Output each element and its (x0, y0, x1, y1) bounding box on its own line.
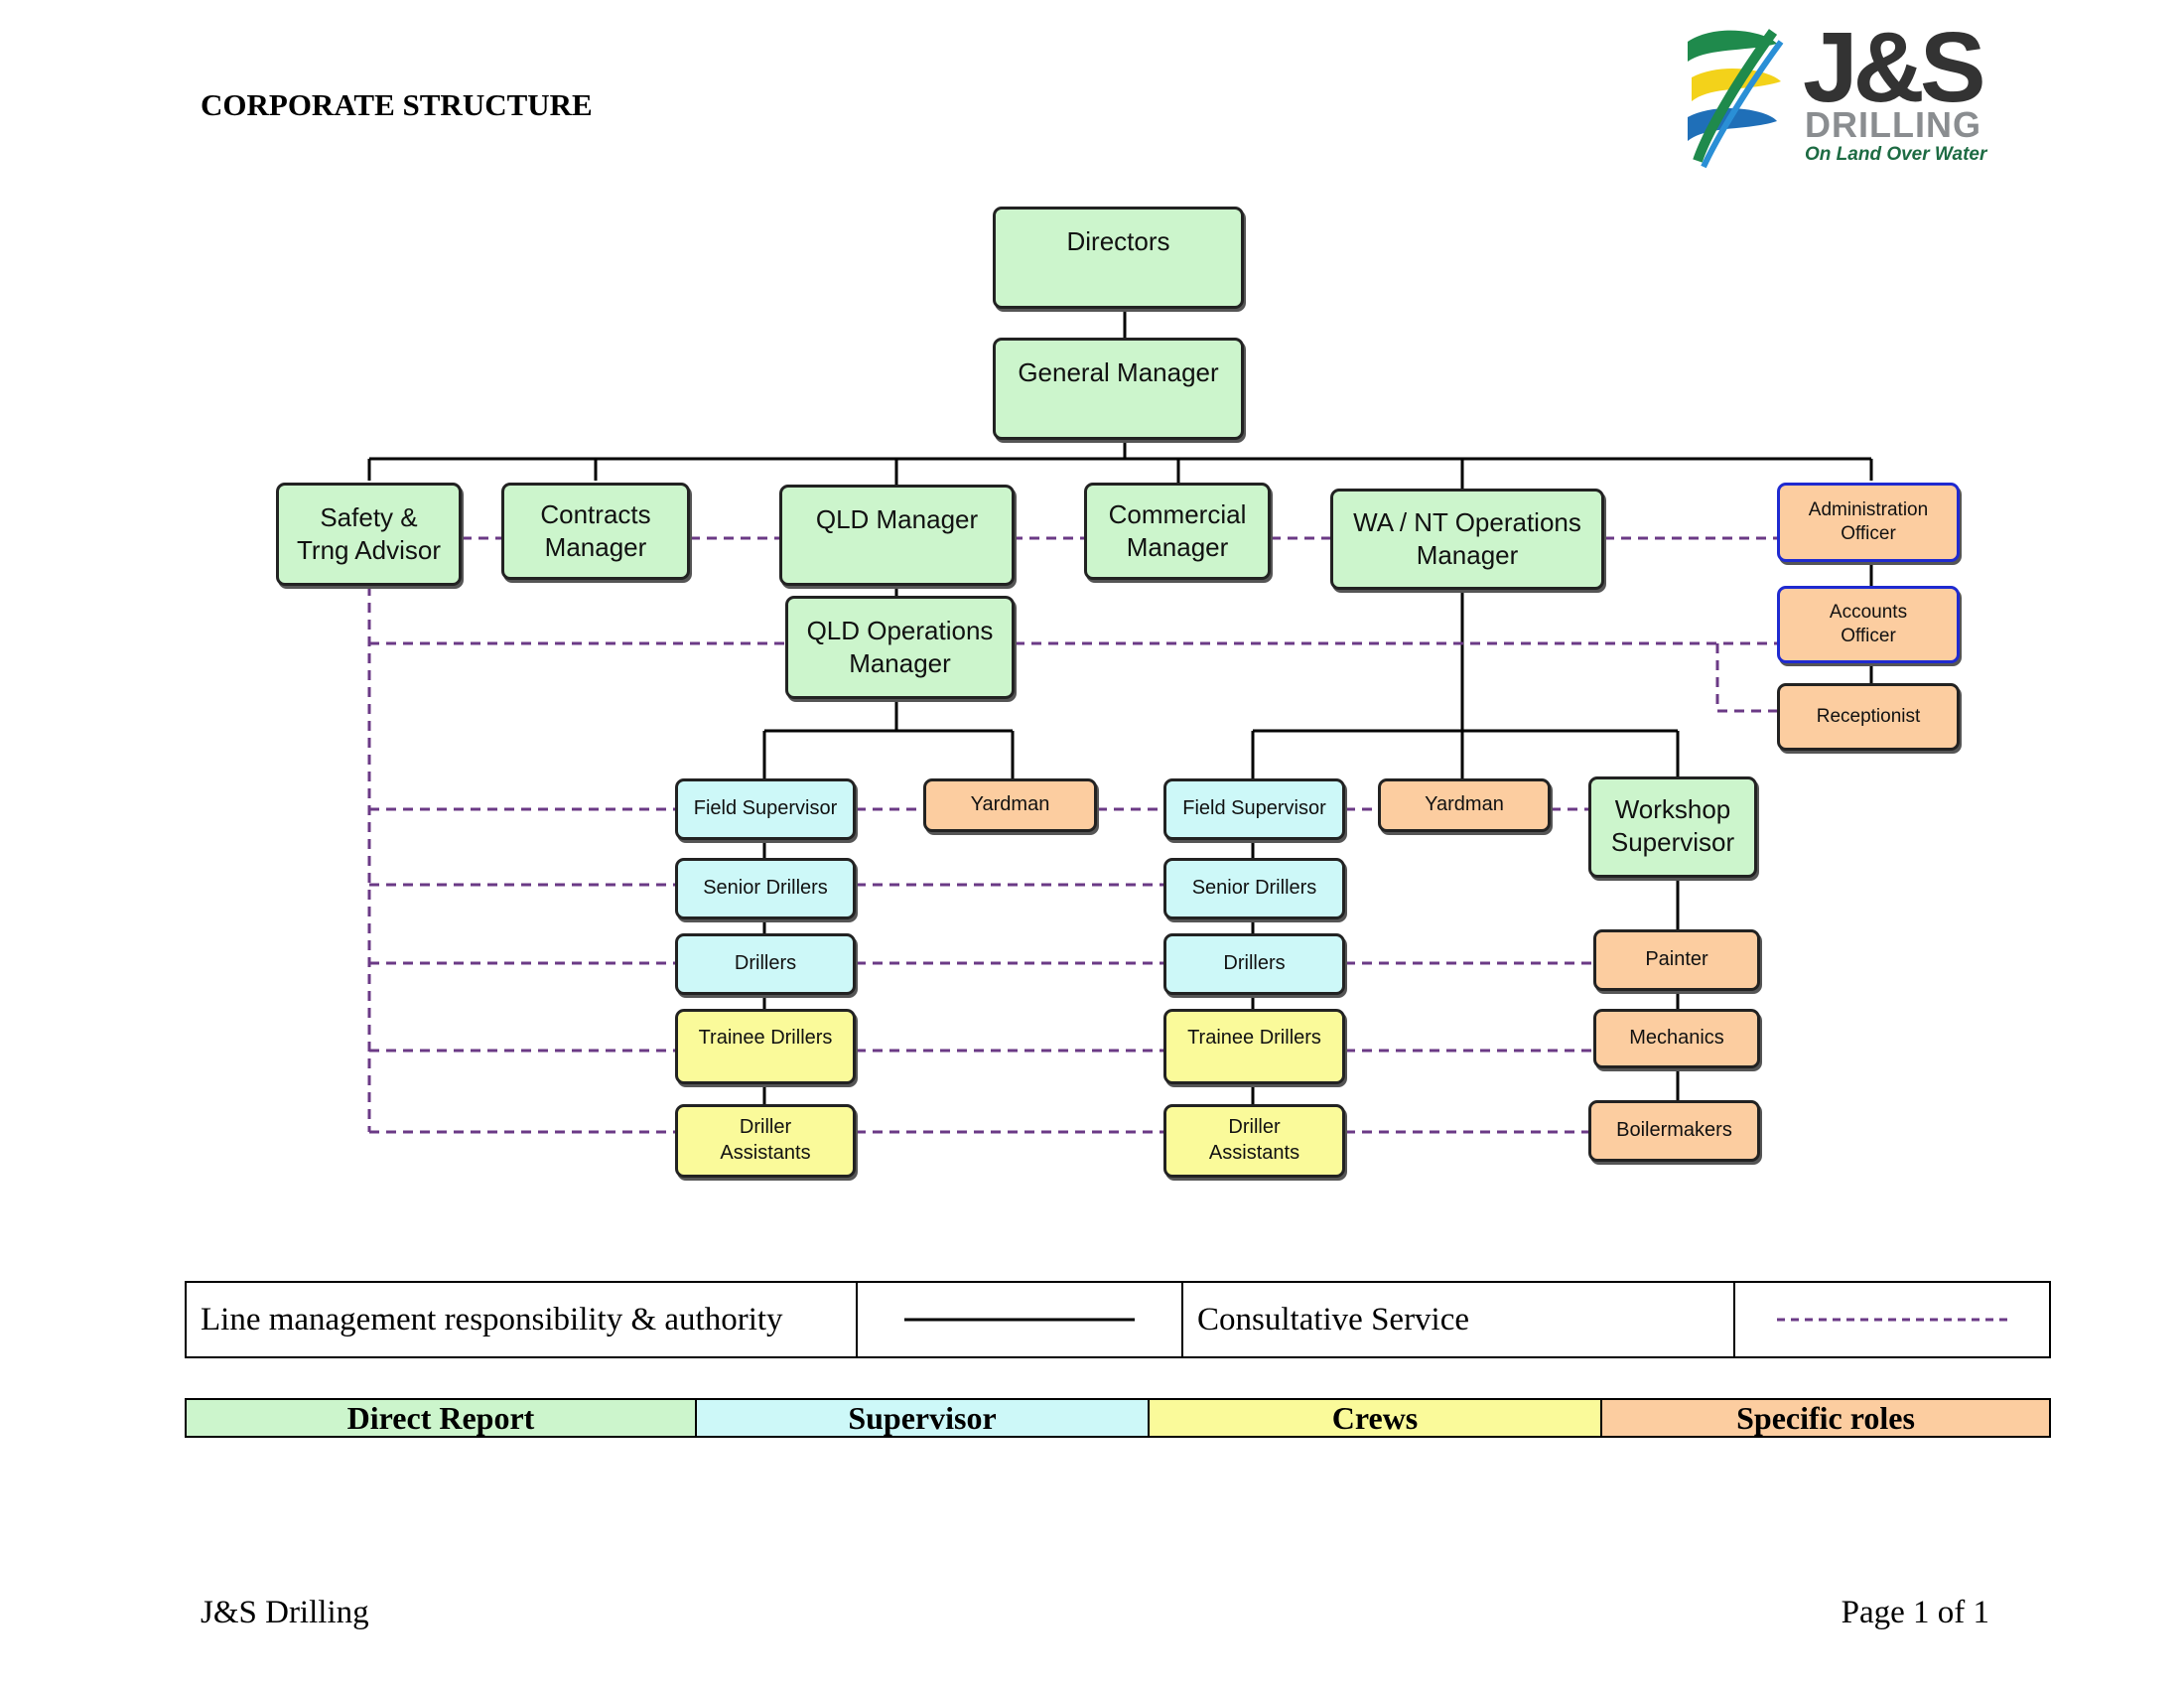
color-legend: Direct Report Supervisor Crews Specific … (185, 1398, 2051, 1438)
node-qld-manager: QLD Manager (779, 485, 1015, 586)
legend-solid-line-sample (856, 1283, 1181, 1356)
node-administration-officer: Administration Officer (1777, 483, 1960, 562)
node-commercial-manager: Commercial Manager (1084, 483, 1271, 580)
line-management-connectors (367, 309, 1873, 1104)
logo-sub-text: DRILLING (1805, 104, 1981, 145)
node-workshop-supervisor: Workshop Supervisor (1588, 776, 1757, 878)
node-qld-senior-drillers: Senior Drillers (675, 858, 856, 919)
node-wa-senior-drillers: Senior Drillers (1163, 858, 1345, 919)
node-qld-trainee-drillers: Trainee Drillers (675, 1009, 856, 1084)
node-qld-operations-manager: QLD Operations Manager (785, 596, 1015, 699)
legend-direct-report: Direct Report (187, 1400, 695, 1436)
footer-company: J&S Drilling (201, 1595, 369, 1630)
node-painter: Painter (1593, 929, 1760, 991)
node-qld-yardman: Yardman (923, 778, 1097, 832)
legend-supervisor: Supervisor (695, 1400, 1148, 1436)
node-wa-driller-assistants: Driller Assistants (1163, 1104, 1345, 1178)
legend-dashed-line-sample (1733, 1283, 2049, 1356)
document-title: CORPORATE STRUCTURE (201, 87, 593, 122)
node-accounts-officer: Accounts Officer (1777, 586, 1960, 663)
legend-line-management-label: Line management responsibility & authori… (201, 1301, 783, 1337)
legend-crews: Crews (1148, 1400, 1600, 1436)
node-wa-drillers: Drillers (1163, 933, 1345, 995)
legend-specific-roles: Specific roles (1600, 1400, 2049, 1436)
node-wa-trainee-drillers: Trainee Drillers (1163, 1009, 1345, 1084)
legend-consultative-label: Consultative Service (1181, 1283, 1733, 1356)
node-qld-drillers: Drillers (675, 933, 856, 995)
node-wa-yardman: Yardman (1378, 778, 1551, 832)
node-qld-driller-assistants: Driller Assistants (675, 1104, 856, 1178)
node-contracts-manager: Contracts Manager (501, 483, 690, 580)
company-logo: J&S DRILLING On Land Over Water (1678, 18, 2005, 177)
node-receptionist: Receptionist (1777, 683, 1960, 751)
logo-main-text: J&S (1803, 12, 1986, 123)
helix-icon (1688, 29, 1784, 169)
node-qld-field-supervisor: Field Supervisor (675, 778, 856, 840)
node-mechanics: Mechanics (1593, 1009, 1760, 1068)
node-wa-nt-operations-manager: WA / NT Operations Manager (1330, 489, 1604, 590)
node-general-manager: General Manager (993, 338, 1244, 440)
node-boilermakers: Boilermakers (1588, 1100, 1760, 1162)
consultative-connectors (367, 536, 1777, 1134)
line-legend: Line management responsibility & authori… (185, 1281, 2051, 1358)
node-safety-trng-advisor: Safety & Trng Advisor (276, 483, 462, 586)
logo-tagline: On Land Over Water (1805, 144, 1987, 165)
node-directors: Directors (993, 207, 1244, 309)
footer-page-number: Page 1 of 1 (1841, 1595, 1989, 1630)
node-wa-field-supervisor: Field Supervisor (1163, 778, 1345, 840)
